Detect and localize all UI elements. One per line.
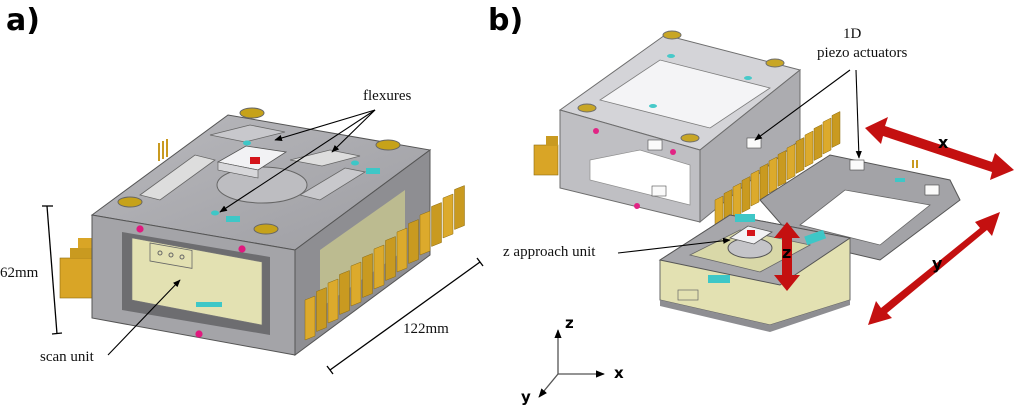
z-approach-pointer <box>617 237 731 254</box>
panel-a-instrument <box>59 107 465 356</box>
heatsink-fin <box>431 202 442 247</box>
axis-label-z: z <box>565 314 574 332</box>
heatsink-fin <box>373 244 385 290</box>
heatsink-fin <box>396 227 408 273</box>
motion-arrow-z <box>774 222 800 291</box>
motion-label-z: z <box>782 243 792 262</box>
width-dimension-label: 122mm <box>403 321 449 337</box>
heatsink-fin <box>759 163 769 200</box>
heatsink-fin <box>339 270 350 315</box>
heatsink-fin <box>362 253 373 298</box>
heatsink-fin <box>408 219 419 264</box>
flexures-label: flexures <box>363 88 412 104</box>
actuators-label-line2: piezo actuators <box>817 45 908 61</box>
heatsink-fin <box>419 210 431 256</box>
sample <box>250 157 260 164</box>
motion-label-x: x <box>938 133 949 152</box>
flexure-pointers <box>219 109 376 213</box>
heatsink-fin <box>350 261 362 307</box>
motion-arrow-x <box>865 117 1014 180</box>
heatsink-fin <box>442 193 454 239</box>
transparent-housing <box>558 30 802 224</box>
heatsink-fin <box>768 156 778 194</box>
actuators-label-line1: 1D <box>843 26 862 42</box>
axis-label-x: x <box>614 364 624 382</box>
heatsink-fin <box>454 185 465 230</box>
scan-unit-label: scan unit <box>40 349 94 365</box>
heatsink-fin <box>316 287 327 332</box>
heatsink-fin <box>786 143 796 181</box>
heatsink-fin <box>777 150 787 187</box>
heatsink-fin <box>822 117 832 155</box>
width-dimension-line <box>326 257 484 375</box>
heatsink-fin <box>804 130 814 168</box>
heatsink-fin <box>795 137 805 174</box>
heatsink-fin <box>750 169 760 207</box>
z-approach-label: z approach unit <box>503 244 596 260</box>
mount-feet <box>117 107 401 235</box>
connector-pins <box>158 139 168 161</box>
left-heatsink <box>59 238 93 299</box>
axis-label-y: y <box>521 388 531 406</box>
left-heatsink-b <box>533 136 559 176</box>
heatsink-fin <box>385 236 396 281</box>
panel-label-b: b) <box>488 3 524 38</box>
motion-arrow-y <box>868 212 1000 325</box>
panel-label-a: a) <box>6 3 40 38</box>
height-dimension-label: 62mm <box>0 265 39 281</box>
heatsink-fin <box>741 176 751 213</box>
scan-unit-piezo <box>131 237 263 326</box>
coordinate-axes <box>538 329 605 398</box>
scan-unit-pointer <box>107 279 181 356</box>
height-dimension-line <box>42 205 63 335</box>
z-approach-unit <box>658 214 852 332</box>
motion-label-y: y <box>932 254 943 273</box>
actuator-pointers <box>754 69 862 159</box>
heatsink-fin <box>732 182 742 220</box>
axis-y <box>538 373 559 398</box>
panel-b-instrument <box>533 30 1014 332</box>
heatsink-fin <box>327 278 339 324</box>
heatsink-fin <box>304 295 316 341</box>
heatsink-fin <box>813 124 823 161</box>
right-heatsink <box>304 185 465 341</box>
heatsink-fin <box>831 111 841 148</box>
